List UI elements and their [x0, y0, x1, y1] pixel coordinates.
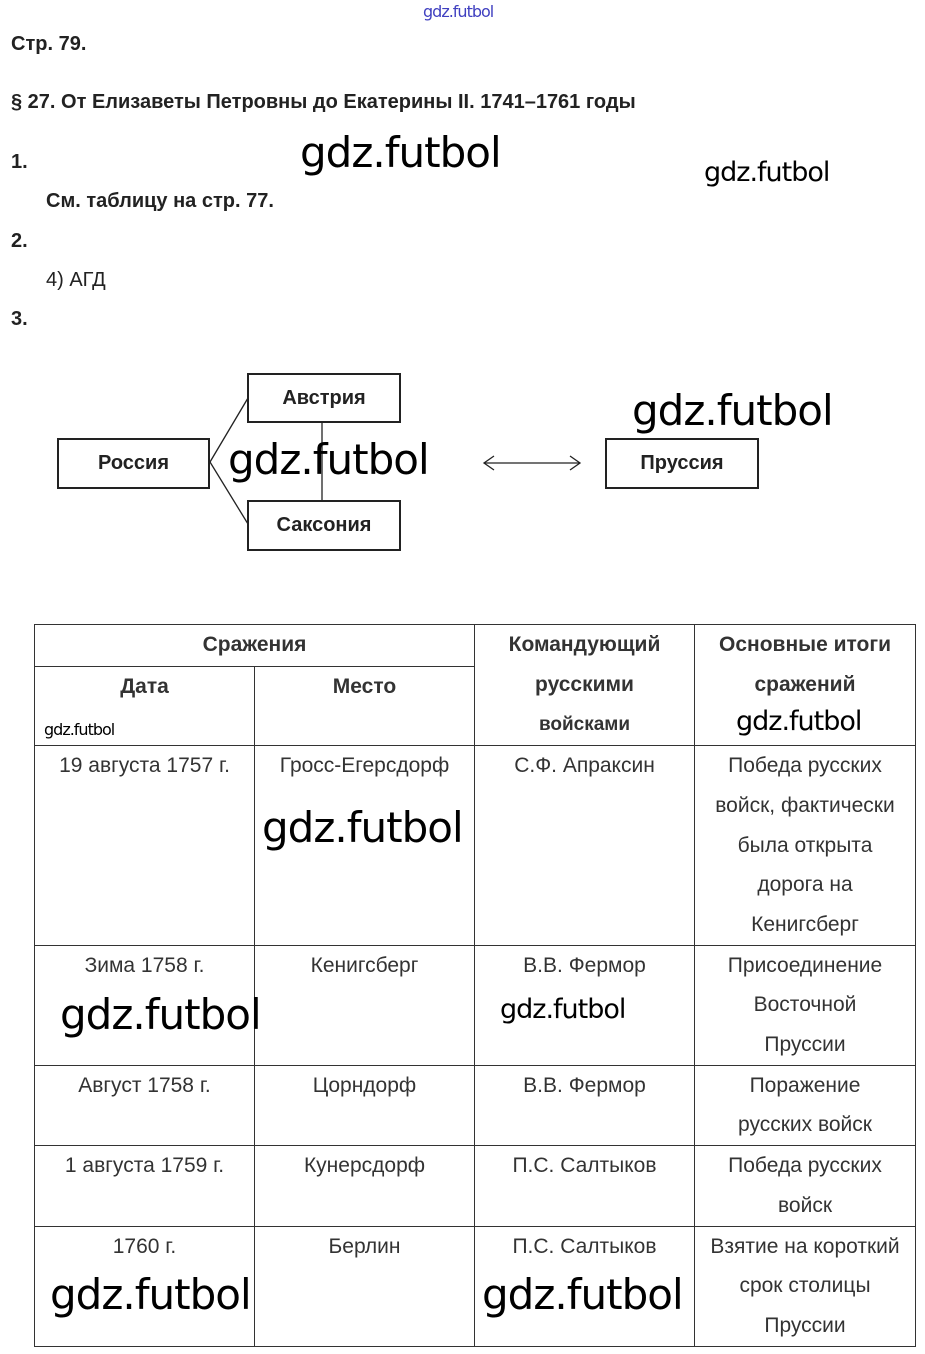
- diagram-connectors: [209, 397, 582, 525]
- watermark: gdz.futbol: [44, 720, 115, 739]
- task-answer-2: 4) АГД: [46, 269, 106, 291]
- watermark: gdz.futbol: [300, 128, 502, 177]
- section-title: § 27. От Елизаветы Петровны до Екатерины…: [11, 91, 636, 113]
- watermark: gdz.futbol: [500, 994, 626, 1025]
- diagram-box-austria: Австрия: [247, 373, 401, 423]
- cell-commander: С.Ф. Апраксин: [474, 745, 695, 946]
- watermark: gdz.futbol: [632, 386, 834, 435]
- cell-result: Присоединение Восточной Пруссии: [694, 944, 916, 1066]
- cell-date: 1760 г.: [34, 1225, 255, 1347]
- cell-place: Берлин: [254, 1225, 475, 1347]
- cell-commander: П.С. Салтыков: [474, 1145, 695, 1227]
- watermark: gdz.futbol: [704, 157, 830, 188]
- double-arrow-icon: [482, 455, 582, 471]
- cell-date: Август 1758 г.: [34, 1064, 255, 1147]
- cell-date: 1 августа 1759 г.: [34, 1145, 255, 1227]
- cell-result: Победа русских войск: [694, 1145, 916, 1227]
- task-number-3: 3.: [11, 308, 28, 330]
- task-number-1: 1.: [11, 151, 28, 173]
- header-battles: Сражения: [34, 624, 475, 667]
- cell-date: 19 августа 1757 г.: [34, 745, 255, 946]
- task-number-2: 2.: [11, 230, 28, 252]
- table-row: Август 1758 г. Цорндорф В.В. Фермор Пора…: [34, 1064, 916, 1147]
- watermark-top: gdz.futbol: [423, 2, 494, 21]
- diagram-box-russia: Россия: [57, 438, 210, 489]
- table-row: 1760 г. Берлин П.С. Салтыков Взятие на к…: [34, 1225, 916, 1347]
- table-row: Зима 1758 г. Кенигсберг В.В. Фермор Прис…: [34, 944, 916, 1066]
- watermark: gdz.futbol: [60, 990, 262, 1039]
- cell-result: Поражение русских войск: [694, 1064, 916, 1147]
- cell-result: Победа русских войск, фактически была от…: [694, 745, 916, 946]
- diagram-box-saxony: Саксония: [247, 500, 401, 551]
- task-answer-1: См. таблицу на стр. 77.: [46, 190, 274, 212]
- table-row: 19 августа 1757 г. Гросс-Егерсдорф С.Ф. …: [34, 745, 916, 946]
- table-row: 1 августа 1759 г. Кунерсдорф П.С. Салтык…: [34, 1145, 916, 1227]
- cell-place: Кенигсберг: [254, 944, 475, 1066]
- cell-place: Гросс-Егерсдорф: [254, 745, 475, 946]
- cell-commander: В.В. Фермор: [474, 944, 695, 1066]
- cell-place: Кунерсдорф: [254, 1145, 475, 1227]
- watermark: gdz.futbol: [736, 706, 862, 737]
- cell-place: Цорндорф: [254, 1064, 475, 1147]
- cell-commander: В.В. Фермор: [474, 1064, 695, 1147]
- watermark: gdz.futbol: [228, 435, 430, 484]
- watermark: gdz.futbol: [50, 1270, 252, 1319]
- cell-result: Взятие на короткий срок столицы Пруссии: [694, 1225, 916, 1347]
- header-place: Место: [254, 665, 475, 747]
- watermark: gdz.futbol: [482, 1270, 684, 1319]
- diagram-box-prussia: Пруссия: [605, 438, 759, 489]
- watermark: gdz.futbol: [262, 803, 464, 852]
- page-label: Стр. 79.: [11, 33, 87, 55]
